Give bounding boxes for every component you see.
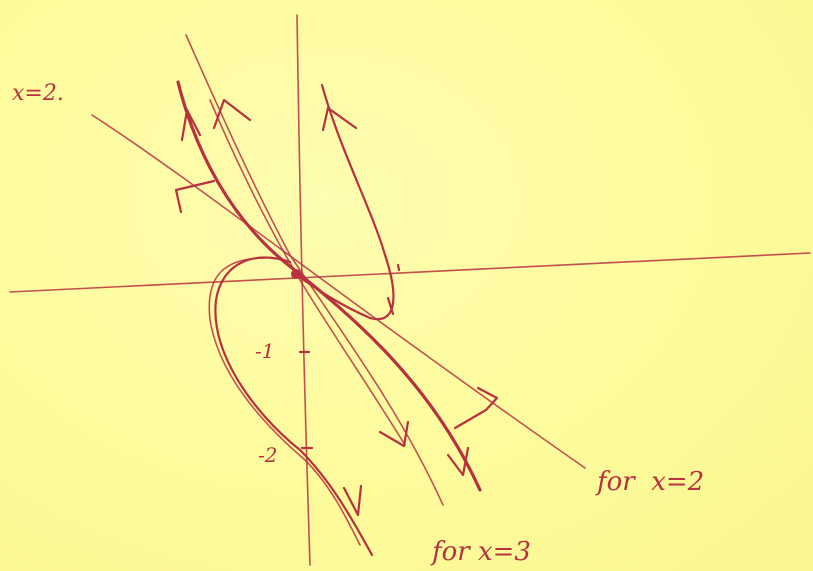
arrow-left-loop-down bbox=[342, 484, 363, 517]
line-x2 bbox=[91, 114, 586, 469]
arrow-right-loop-up bbox=[321, 106, 358, 132]
tick-label-minus-2: -2 bbox=[258, 443, 277, 467]
left-loop-inner-curve bbox=[208, 257, 361, 546]
main-curve bbox=[176, 80, 482, 492]
arrow-line-x2 bbox=[453, 386, 499, 430]
inner-curve bbox=[209, 99, 406, 446]
origin-dot bbox=[291, 269, 301, 279]
label-for-x3: for x=3 bbox=[430, 537, 531, 567]
arrow-inner-down bbox=[378, 420, 410, 448]
x-axis bbox=[9, 252, 811, 293]
arrow-top-left bbox=[174, 179, 216, 214]
outer-curve bbox=[185, 34, 444, 506]
arrow-inner-up bbox=[212, 98, 252, 130]
y-axis bbox=[296, 14, 311, 566]
x-axis-tick bbox=[396, 263, 401, 272]
arrow-right-tip bbox=[386, 296, 395, 316]
left-loop-curve bbox=[214, 256, 374, 557]
arrow-main-up bbox=[180, 108, 202, 142]
right-loop-curve bbox=[296, 83, 395, 321]
arrow-main-down bbox=[446, 446, 470, 477]
tick-label-minus-1: -1 bbox=[255, 339, 274, 363]
label-for-x2: for x=2 bbox=[595, 467, 704, 497]
label-top-left: x=2. bbox=[12, 81, 64, 106]
